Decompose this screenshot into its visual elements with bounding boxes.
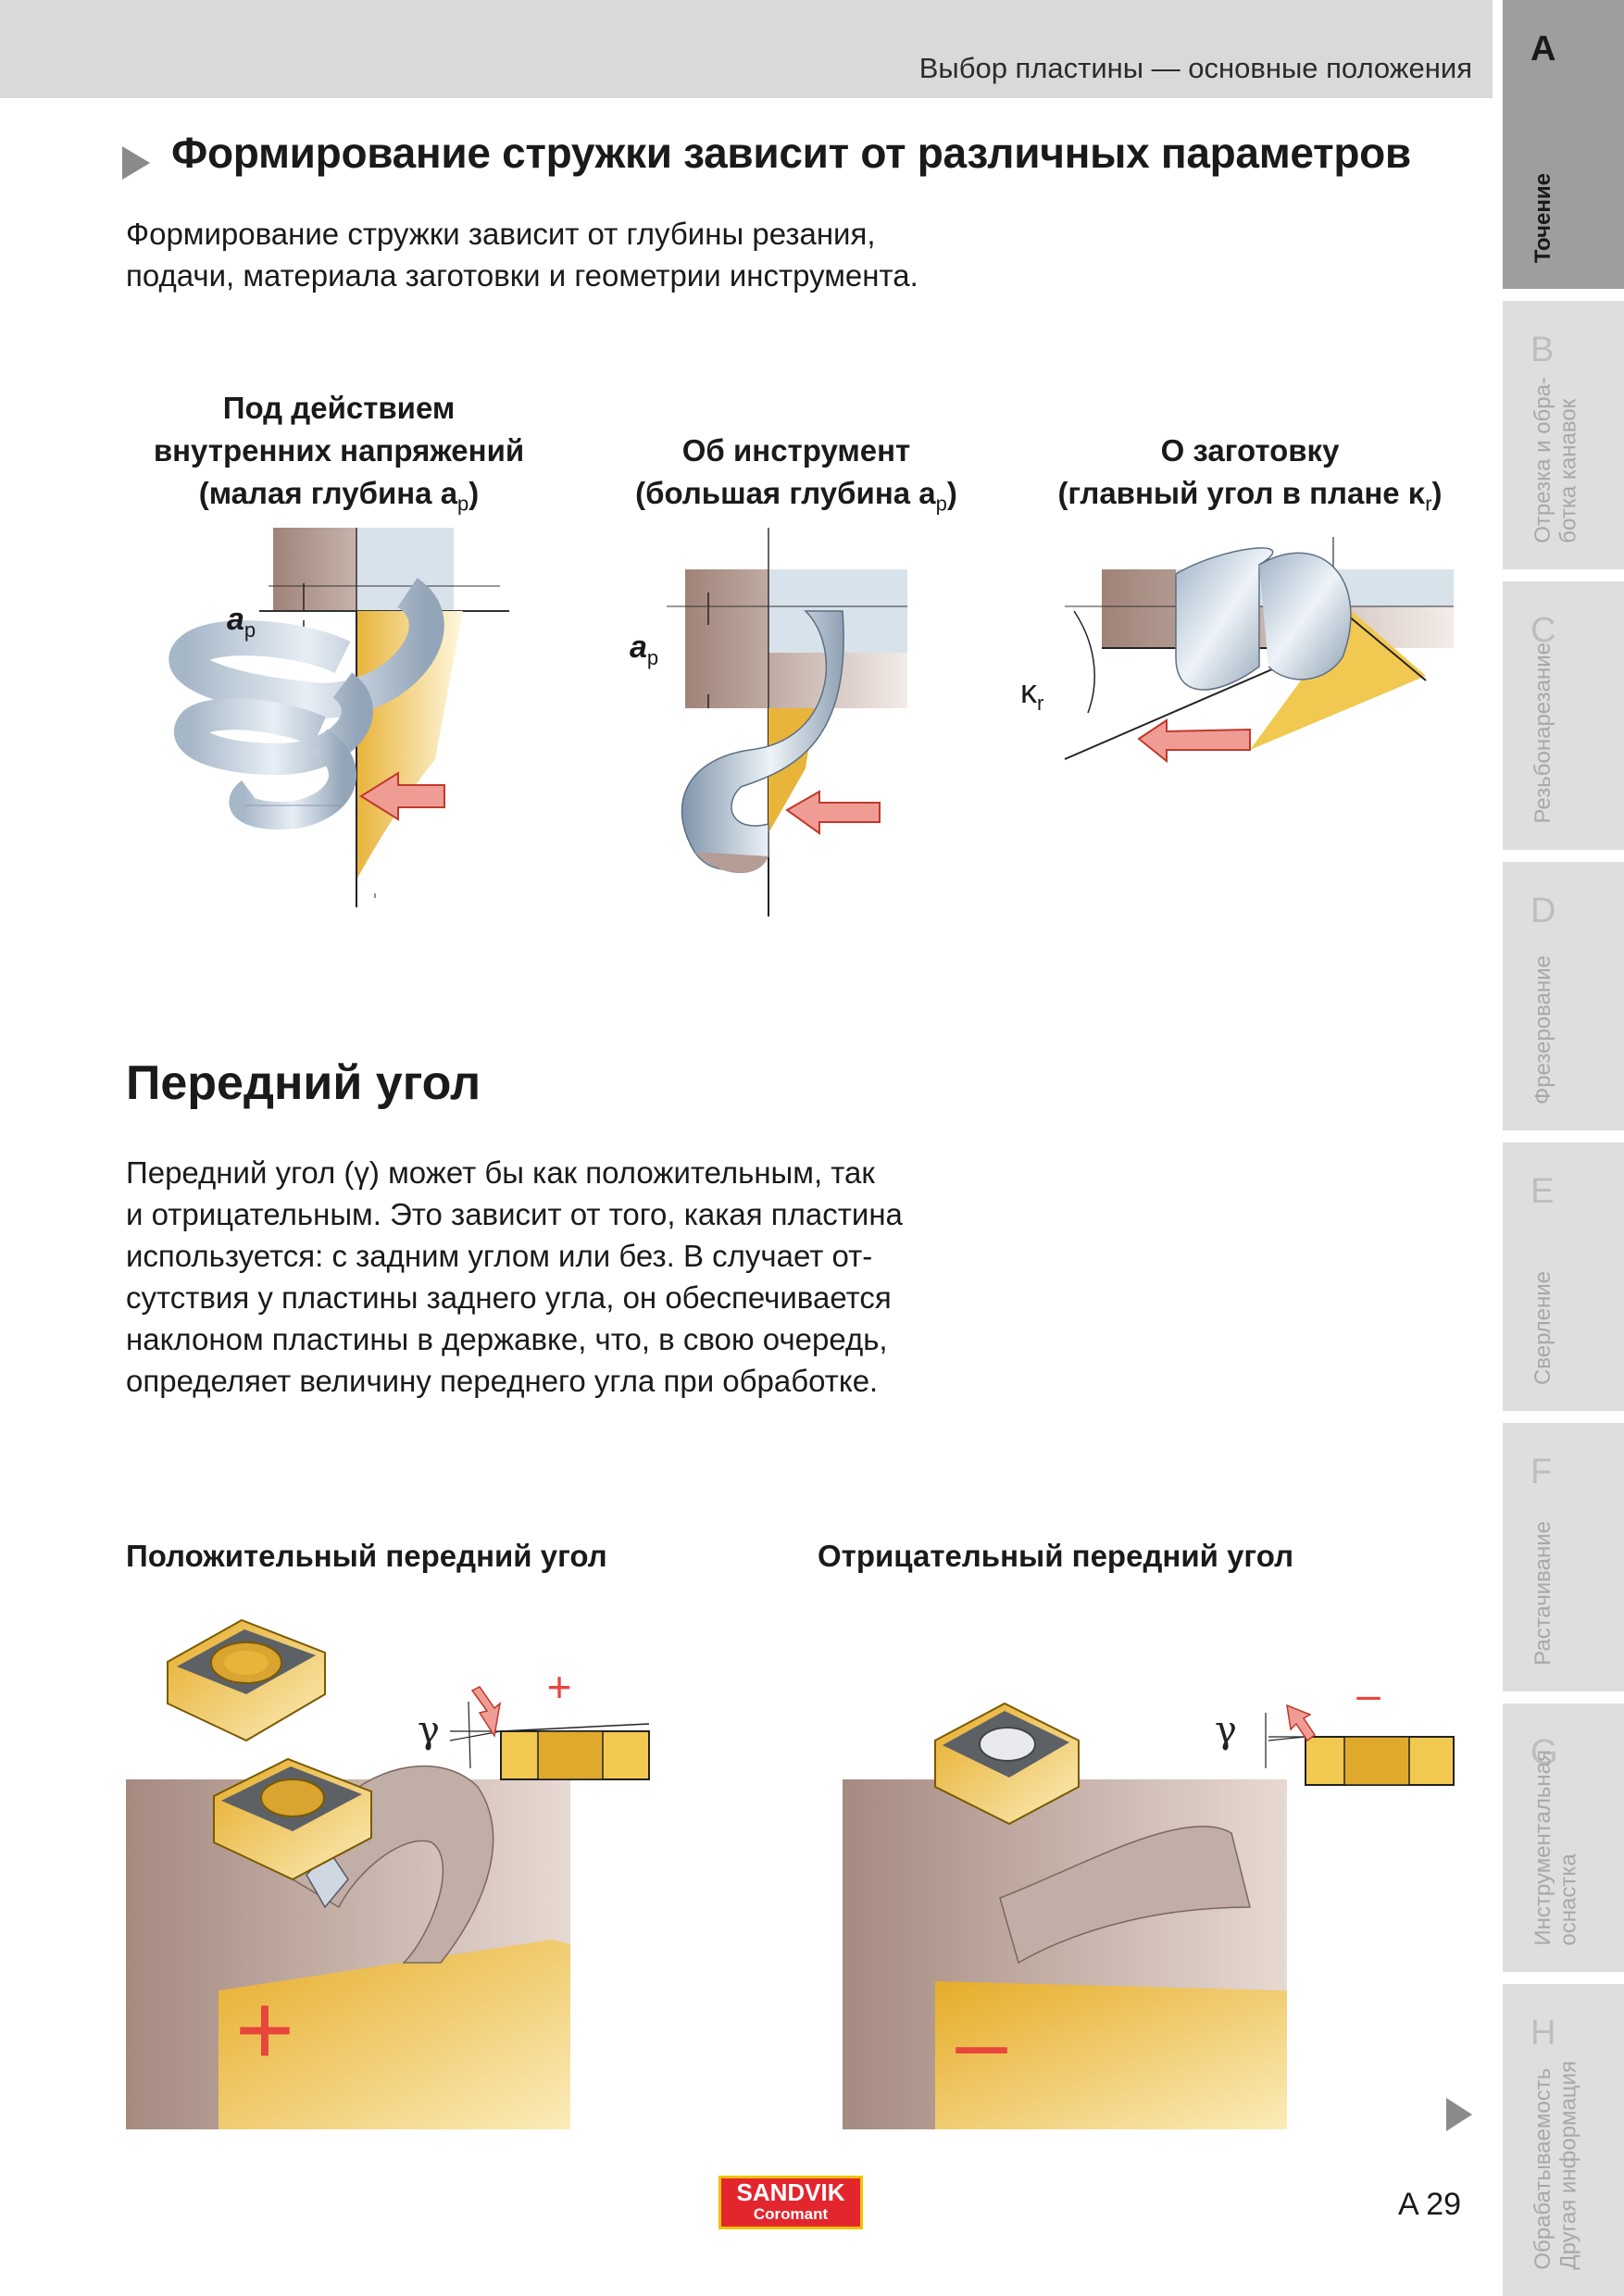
ap-label: ap xyxy=(227,602,256,643)
page-number: A 29 xyxy=(1398,2187,1462,2222)
caption-subscript: r xyxy=(1425,492,1432,516)
plus-sign-large: + xyxy=(235,1973,294,2087)
symbol-subscript: r xyxy=(1037,692,1044,716)
logo-brand-text: SANDVIK xyxy=(736,2178,845,2206)
chip-internal-stress-illustration xyxy=(169,528,509,907)
gamma-label: γ xyxy=(1215,1709,1237,1752)
next-page-arrow-icon[interactable] xyxy=(1446,2098,1472,2131)
figure-caption-internal-stress: Под действием внутренних напряжений (мал… xyxy=(126,387,552,526)
body-line: Передний угол (γ) может бы как положител… xyxy=(126,1155,875,1190)
body-line: наклоном пластины в державке, что, в сво… xyxy=(126,1322,888,1356)
body-line: и отрицательным. Это зависит от того, ка… xyxy=(126,1197,903,1231)
symbol-text: κ xyxy=(1020,672,1037,710)
rake-angle-paragraph: Передний угол (γ) может бы как положител… xyxy=(126,1152,903,1402)
sandvik-coromant-logo: SANDVIK Coromant xyxy=(718,2176,863,2229)
bullet-arrow-icon xyxy=(122,146,150,180)
caption-text: (главный угол в плане κ xyxy=(1057,476,1426,510)
tab-label: Растачивание xyxy=(1530,1521,1555,1666)
tab-drilling[interactable]: E Сверление xyxy=(1503,1142,1624,1411)
sidebar: A Точение B Отрезка и обра- ботка канаво… xyxy=(1503,0,1624,2296)
plus-sign-small: + xyxy=(547,1663,572,1711)
caption-line: О заготовку xyxy=(1160,433,1340,468)
caption-subscript: p xyxy=(935,492,947,516)
tab-label: Отрезка и обра- ботка канавок xyxy=(1530,377,1581,543)
caption-text: (большая глубина a xyxy=(635,476,936,510)
figure-caption-workpiece: О заготовку (главный угол в плане κr) xyxy=(1037,430,1463,526)
body-line: сутствия у пластины заднего угла, он обе… xyxy=(126,1280,892,1315)
tab-machinability[interactable]: H Обрабатываемость Другая информация xyxy=(1503,1984,1624,2296)
symbol-subscript: p xyxy=(244,618,256,642)
caption-line: (малая глубина ap) xyxy=(126,472,552,526)
feed-direction-arrow xyxy=(785,790,881,835)
symbol-text: a xyxy=(227,602,244,637)
intro-paragraph: Формирование стружки зависит от глубины … xyxy=(126,213,918,296)
caption-text: (малая глубина a xyxy=(198,476,458,510)
caption-line: (большая глубина ap) xyxy=(602,472,991,526)
gamma-label: γ xyxy=(418,1709,440,1752)
section-title: Формирование стружки зависит от различны… xyxy=(171,129,1411,177)
tab-milling[interactable]: D Фрезерование xyxy=(1503,862,1624,1130)
tab-label: Резьбонарезание xyxy=(1530,643,1555,824)
header-band xyxy=(0,0,1493,98)
tab-boring[interactable]: F Растачивание xyxy=(1503,1423,1624,1691)
caption-subscript: p xyxy=(457,492,469,516)
intro-line: подачи, материала заготовки и геометрии … xyxy=(126,258,918,293)
caption-text: ) xyxy=(468,476,480,510)
tool-body xyxy=(219,1940,570,2129)
tab-letter: E xyxy=(1530,1172,1555,1211)
chip-curl xyxy=(1175,547,1274,691)
logo-sub-text: Coromant xyxy=(753,2205,829,2223)
caption-line: внутренних напряжений xyxy=(153,433,525,468)
caption-text: ) xyxy=(1431,476,1443,510)
header-title: Выбор пластины — основные положения xyxy=(918,52,1472,84)
intro-line: Формирование стружки зависит от глубины … xyxy=(126,217,876,251)
tab-label: Сверление xyxy=(1530,1270,1555,1385)
rake-angle-heading: Передний угол xyxy=(126,1056,481,1110)
body-line: используется: с задним углом или без. В … xyxy=(126,1239,873,1273)
ap-label: ap xyxy=(630,630,658,670)
figure-caption-tool: Об инструмент (большая глубина ap) xyxy=(602,430,991,526)
symbol-text: a xyxy=(630,630,647,665)
chip-spiral xyxy=(169,578,444,718)
insert-face xyxy=(1250,611,1426,750)
chip-against-workpiece-illustration xyxy=(1064,537,1454,764)
rake-arrow xyxy=(470,1686,502,1739)
positive-rake-illustration: + + γ xyxy=(126,1618,650,2129)
tab-letter: B xyxy=(1530,331,1555,369)
tab-tooling[interactable]: G Инструментальная оснастка xyxy=(1503,1703,1624,1972)
positive-rake-caption: Положительный передний угол xyxy=(126,1539,607,1573)
minus-sign-small: – xyxy=(1356,1685,1380,1718)
rake-arrow xyxy=(1286,1703,1317,1742)
tab-letter: A xyxy=(1530,30,1556,69)
tab-parting-grooving[interactable]: B Отрезка и обра- ботка канавок xyxy=(1503,301,1624,569)
caption-text: ) xyxy=(946,476,957,510)
tab-letter: G xyxy=(1530,1733,1558,1772)
minus-sign-large: – xyxy=(956,1990,1007,2094)
tab-turning[interactable]: A Точение xyxy=(1503,0,1624,289)
tab-letter: F xyxy=(1530,1453,1553,1491)
caption-line: (главный угол в плане κr) xyxy=(1037,472,1463,526)
tab-letter: H xyxy=(1530,2014,1556,2053)
caption-line: Об инструмент xyxy=(681,433,911,468)
feed-direction-arrow xyxy=(359,771,445,821)
kappa-label: κr xyxy=(1020,672,1043,716)
symbol-subscript: p xyxy=(646,645,659,669)
tab-letter: D xyxy=(1530,892,1556,930)
chip xyxy=(999,1825,1251,1965)
tab-label: Фрезерование xyxy=(1530,955,1555,1104)
negative-rake-caption: Отрицательный передний угол xyxy=(818,1539,1294,1573)
caption-line: Под действием xyxy=(222,391,456,425)
chip-against-tool-illustration xyxy=(667,528,907,917)
tab-letter: C xyxy=(1530,611,1556,650)
tab-threading[interactable]: C Резьбонарезание xyxy=(1503,581,1624,850)
tab-label: Точение xyxy=(1530,172,1555,263)
negative-rake-illustration: – – γ xyxy=(843,1685,1455,2129)
body-line: определяет величину переднего угла при о… xyxy=(126,1364,879,1398)
tab-label: Обрабатываемость Другая информация xyxy=(1530,2061,1581,2270)
tab-label: Инструментальная оснастка xyxy=(1530,1750,1581,1946)
feed-direction-arrow xyxy=(1137,718,1251,764)
tool-body xyxy=(935,1981,1287,2129)
